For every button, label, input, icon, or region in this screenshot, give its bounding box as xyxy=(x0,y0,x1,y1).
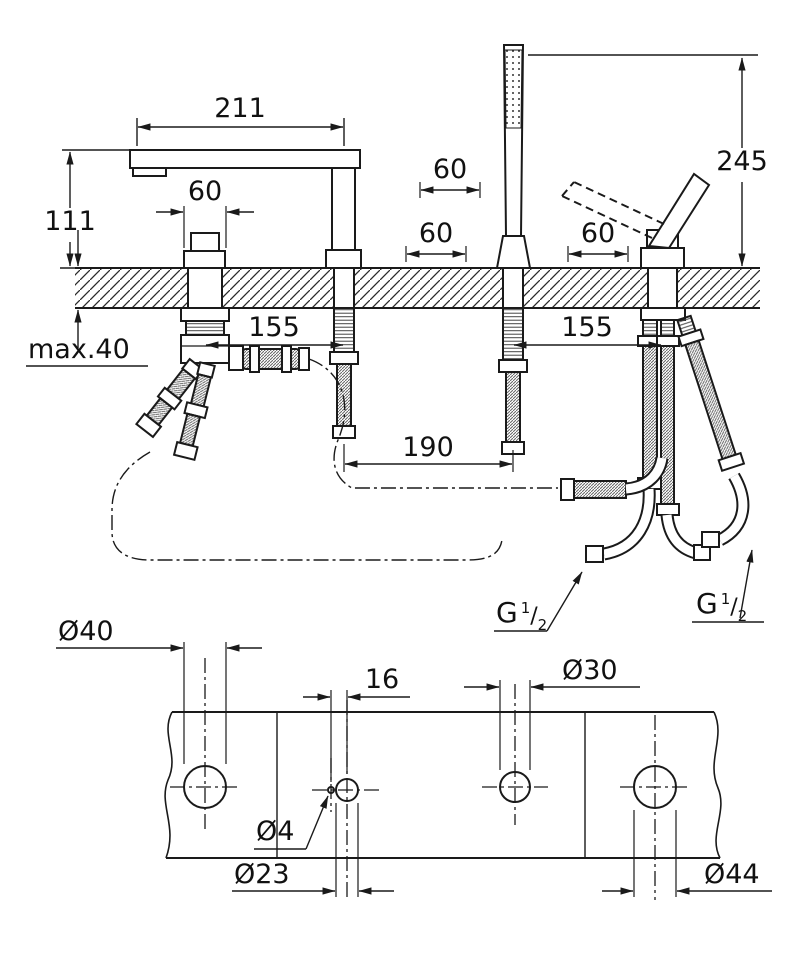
dim-spacing-right-label: 155 xyxy=(561,312,613,343)
hole4-connections xyxy=(560,307,750,563)
spout xyxy=(129,149,362,269)
dim-spacing-center-label: 190 xyxy=(402,432,454,463)
deck-section xyxy=(75,267,760,309)
hand-shower xyxy=(495,44,532,269)
hole1-circle xyxy=(183,765,227,809)
pin-offset-label: 16 xyxy=(365,664,399,695)
hole3-circle xyxy=(499,771,531,803)
dim-height-overall-label: 245 xyxy=(716,146,768,177)
hole3-diameter-label: Ø30 xyxy=(562,655,618,686)
dim-deck-thickness-label: max.40 xyxy=(28,334,130,365)
pin-diameter-label: Ø4 xyxy=(256,816,294,847)
hole4-circle xyxy=(633,765,677,809)
hole1-valve-assembly xyxy=(135,307,310,462)
hole1-diameter-label: Ø40 xyxy=(58,616,114,647)
dim-spout-height-label: 111 xyxy=(44,206,96,237)
plan-view-dimensions xyxy=(56,642,772,897)
hole4-diameter-label: Ø44 xyxy=(704,859,760,890)
deck-plan-outline xyxy=(164,711,722,859)
deck-holes xyxy=(183,765,677,809)
plan-view: Ø40 16 Ø4 Ø23 Ø30 Ø44 xyxy=(56,616,772,900)
side-view-dimensions xyxy=(26,54,764,632)
hole3-stud-hose xyxy=(498,307,528,455)
dim-width-a-label: 60 xyxy=(188,176,222,207)
mixer-lever-handle xyxy=(561,172,711,269)
pin-hole-circle xyxy=(327,786,335,794)
hole1-escutcheon xyxy=(183,232,226,269)
dim-width-b-label: 60 xyxy=(433,154,467,185)
hole2-circle xyxy=(335,778,359,802)
hole1-hose-down xyxy=(172,361,216,462)
hole2-diameter-label: Ø23 xyxy=(234,859,290,890)
hole2-stud-hose xyxy=(329,307,359,439)
dim-spout-reach-label: 211 xyxy=(214,93,266,124)
dim-width-c-label: 60 xyxy=(419,218,453,249)
lever-raised-position xyxy=(561,181,665,239)
dim-spacing-left-label: 155 xyxy=(248,312,300,343)
side-view: 211 245 111 max.40 60 60 60 60 155 155 1… xyxy=(26,44,768,634)
dim-width-d-label: 60 xyxy=(581,218,615,249)
plan-view-labels: Ø40 16 Ø4 Ø23 Ø30 Ø44 xyxy=(58,616,760,890)
side-view-labels: 211 245 111 max.40 60 60 60 60 155 155 1… xyxy=(28,93,768,634)
hose-routing-centerlines xyxy=(111,358,558,561)
